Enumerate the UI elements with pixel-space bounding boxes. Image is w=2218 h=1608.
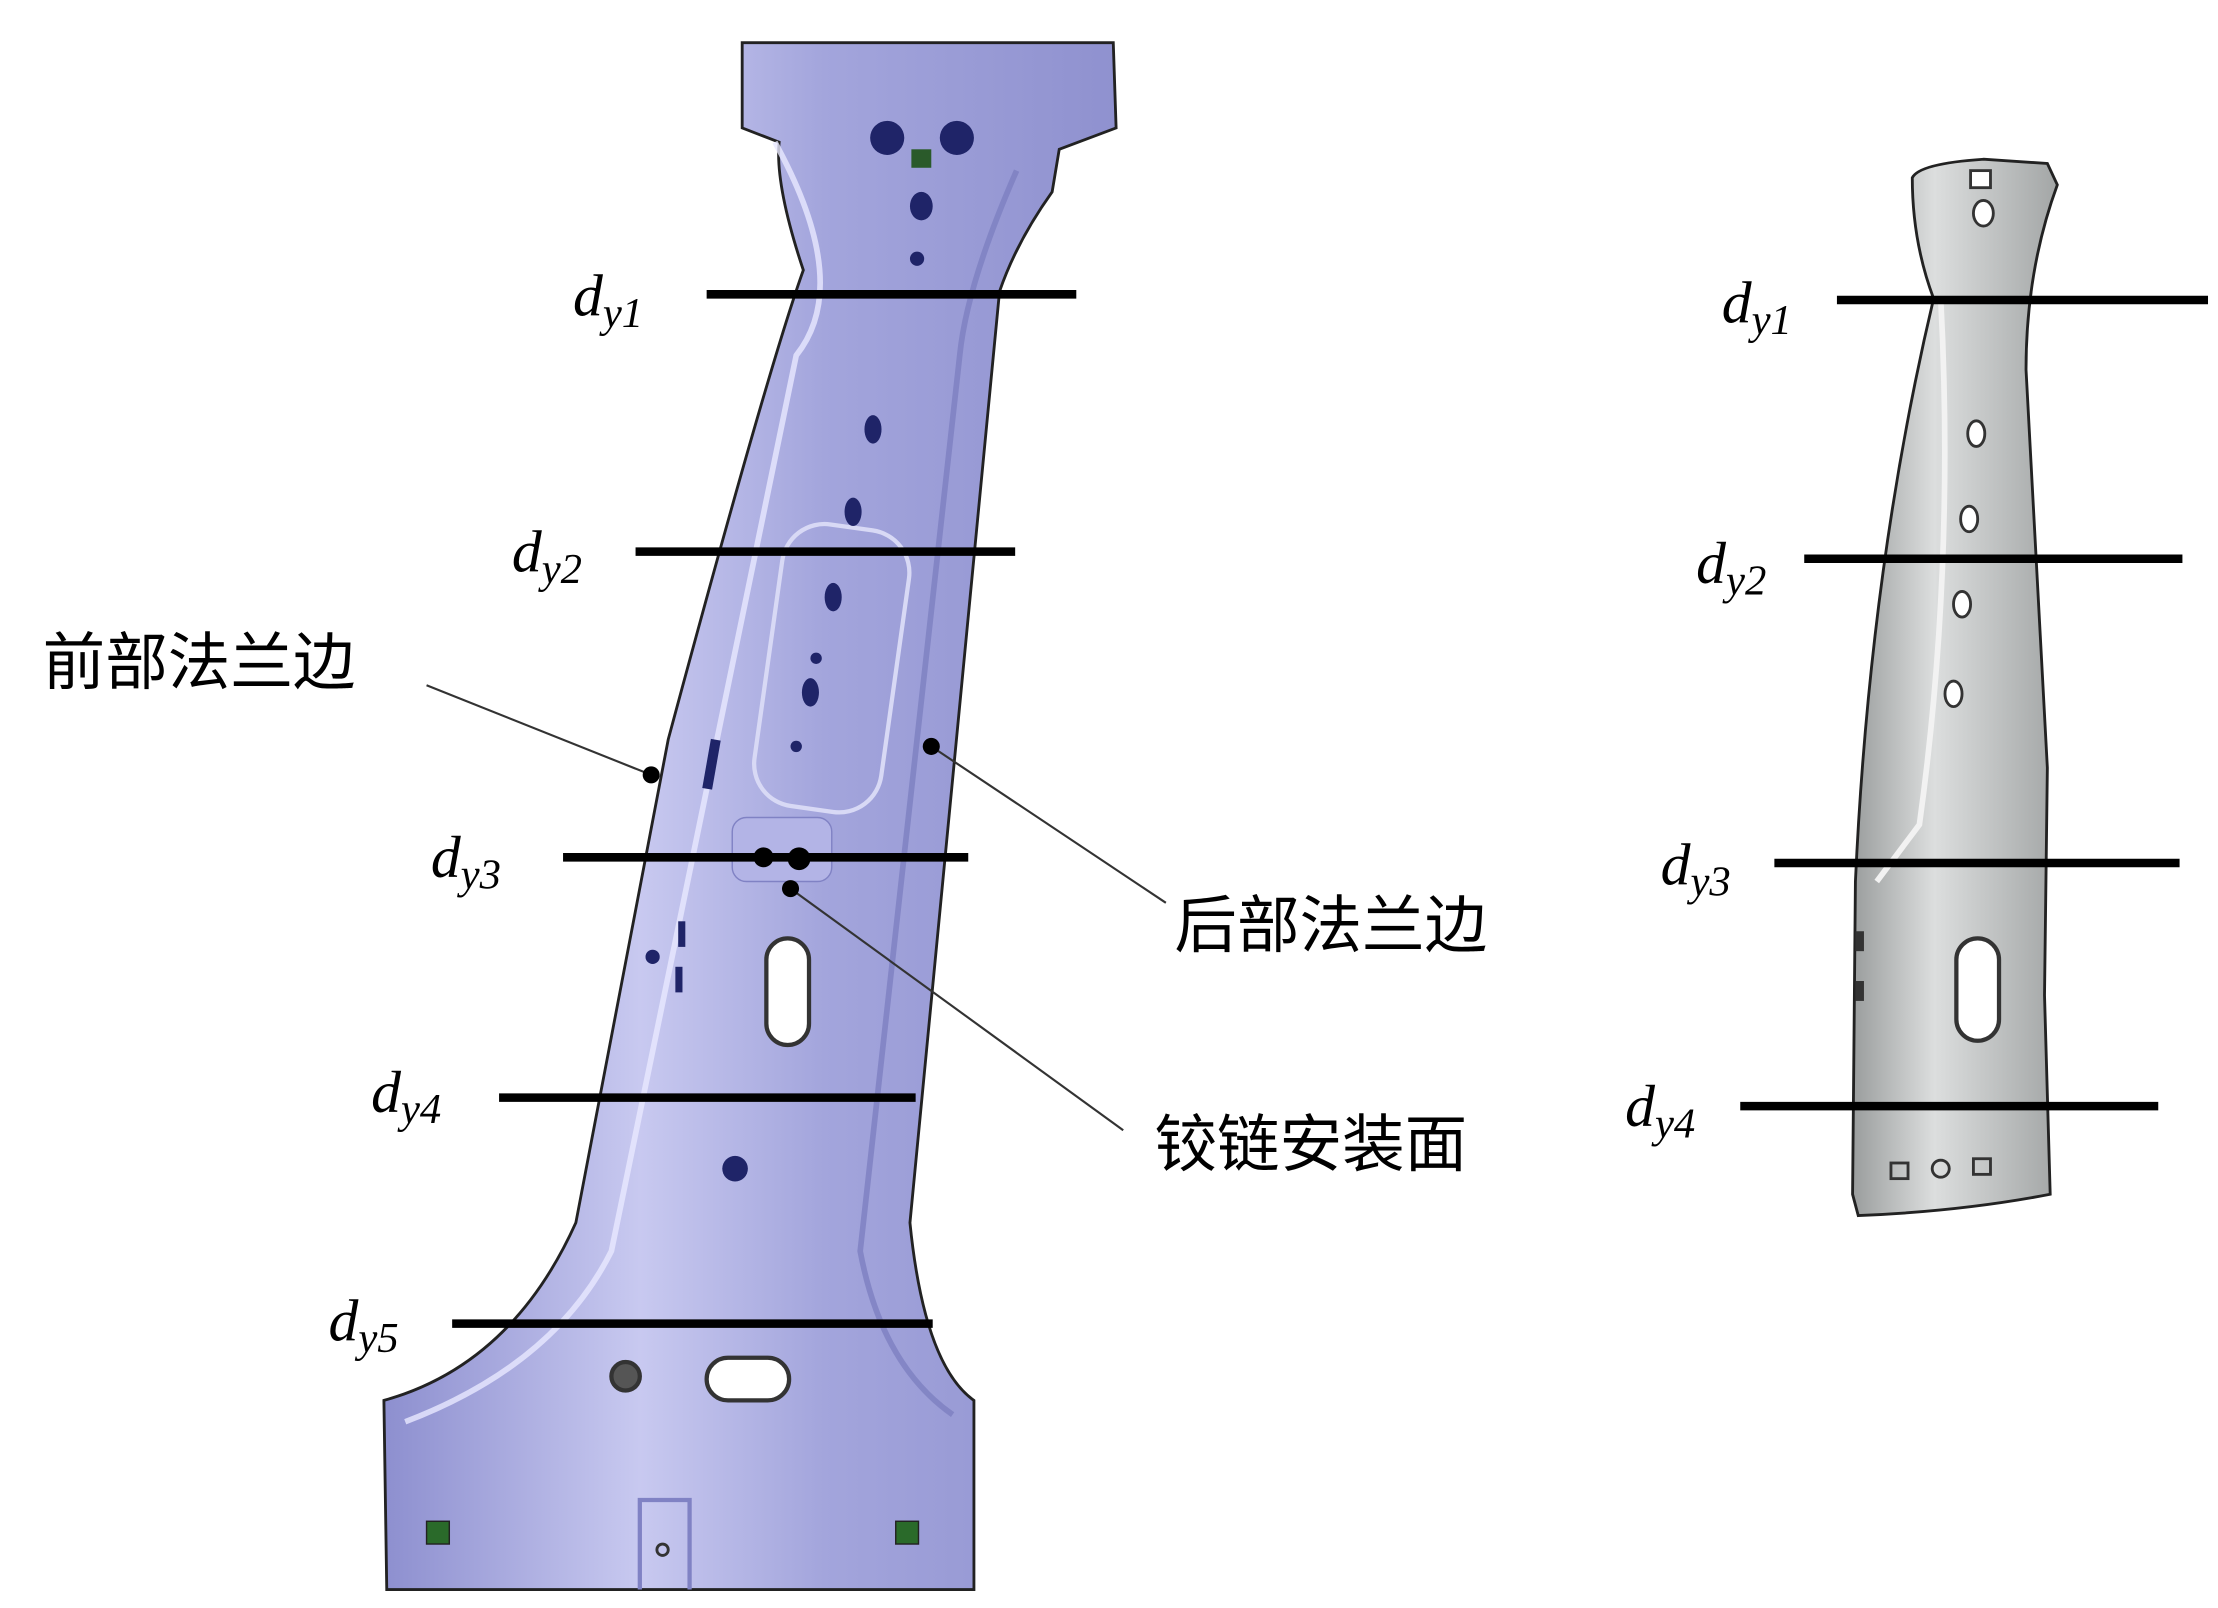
left-label-dy4: dy4 <box>371 1059 441 1133</box>
callout-hinge-surface: 铰链安装面 <box>1154 1108 1467 1181</box>
right-pillar <box>1851 157 2059 1218</box>
left-label-dy1: dy1 <box>573 263 643 337</box>
right-label-dy1: dy1 <box>1722 270 1792 344</box>
left-label-dy3: dy3 <box>431 824 501 898</box>
left-label-dy5: dy5 <box>328 1288 398 1362</box>
left-section-lines <box>452 290 1077 1328</box>
right-label-dy3: dy3 <box>1661 831 1731 905</box>
left-label-dy2: dy2 <box>512 519 582 593</box>
right-label-dy2: dy2 <box>1696 530 1766 604</box>
callout-dots <box>642 737 940 898</box>
right-label-dy4: dy4 <box>1625 1073 1695 1147</box>
callout-front-flange: 前部法兰边 <box>43 626 356 699</box>
callout-leaders <box>426 684 1167 1132</box>
left-pillar <box>382 41 1118 1591</box>
right-section-lines <box>1740 295 2209 1111</box>
callout-rear-flange: 后部法兰边 <box>1174 889 1487 962</box>
